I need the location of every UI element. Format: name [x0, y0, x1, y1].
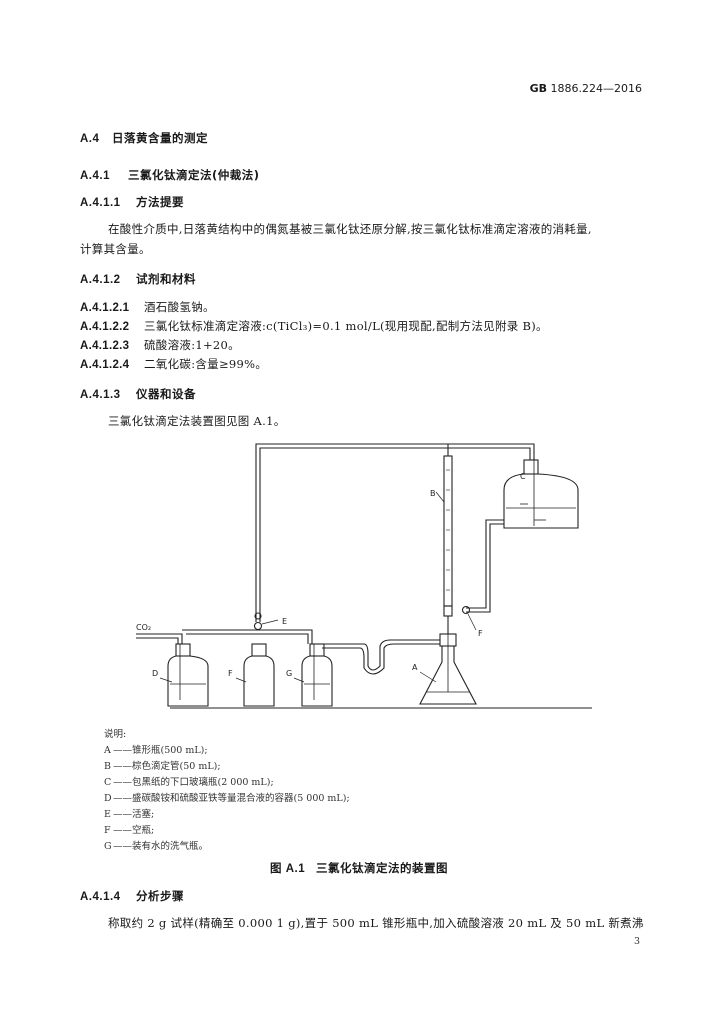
legend-item: G——装有水的洗气瓶。 [104, 838, 208, 852]
section-a41-heading: A.4.1 三氯化钛滴定法(仲裁法) [80, 167, 260, 183]
legend-text: ——盛碳酸铵和硫酸亚铁等量混合液的容器(5 000 mL); [113, 793, 350, 804]
legend-text: ——空瓶; [113, 825, 155, 836]
manifold-tube [182, 629, 313, 644]
legend-key: C [104, 777, 112, 788]
legend-key: A [104, 745, 111, 756]
bottle-g [301, 643, 333, 707]
manifold-tube-inner [186, 633, 309, 644]
principle-line-2: 计算其含量。 [80, 242, 151, 256]
valve-e [253, 621, 263, 631]
legend-key: D [104, 793, 112, 804]
legend-key: E [104, 809, 111, 820]
g-to-flask-tube-inner [322, 643, 440, 675]
reagent-number: A.4.1.2.3 [80, 340, 130, 352]
legend-text: ——活塞; [113, 809, 155, 820]
bottle-f-empty [243, 643, 275, 707]
section-number: A.4.1 [80, 170, 110, 182]
co2-inlet-tube [136, 633, 183, 644]
section-number: A.4.1.3 [80, 389, 121, 401]
valve-e-upper [254, 612, 262, 620]
reagent-text: 二氧化碳:含量≥99%。 [144, 357, 268, 371]
label-e: E [282, 617, 287, 626]
section-a4-heading: A.4 日落黄含量的测定 [80, 130, 208, 146]
reagent-item: A.4.1.2.3 硫酸溶液:1+20。 [80, 337, 240, 353]
figure-caption: 图 A.1 三氯化钛滴定法的装置图 [270, 860, 448, 876]
valve-f [461, 605, 471, 615]
section-title: 仪器和设备 [136, 387, 196, 401]
legend-item: B——棕色滴定管(50 mL); [104, 758, 221, 772]
section-number: A.4 [80, 133, 100, 145]
standard-number: GB 1886.224—2016 [530, 82, 642, 95]
label-f-bottle-leader [235, 677, 247, 683]
label-a-leader [419, 671, 437, 683]
g-to-flask-tube [322, 639, 440, 671]
label-b: B [430, 489, 436, 498]
bottle-c [503, 459, 579, 529]
standard-code: 1886.224—2016 [550, 82, 642, 95]
label-a: A [412, 663, 418, 672]
section-a411-heading: A.4.1.1 方法提要 [80, 194, 184, 210]
legend-text: ——锥形瓶(500 mL); [113, 745, 208, 756]
section-number: A.4.1.4 [80, 891, 121, 903]
legend-key: F [104, 825, 111, 836]
label-b-leader [435, 491, 445, 503]
section-title: 方法提要 [136, 195, 184, 209]
label-g-leader [293, 677, 305, 683]
legend-item: F——空瓶; [104, 822, 154, 836]
label-f-bottle: F [228, 669, 233, 678]
legend-item: C——包黑纸的下口玻璃瓶(2 000 mL); [104, 774, 274, 788]
section-number: A.4.1.1 [80, 197, 121, 209]
reagent-text: 硫酸溶液:1+20。 [144, 338, 240, 352]
standard-prefix: GB [529, 82, 548, 95]
label-d-leader [159, 677, 173, 683]
page-number: 3 [633, 936, 640, 947]
label-e-leader [261, 619, 279, 625]
reagent-item: A.4.1.2.1 酒石酸氢钠。 [80, 299, 215, 315]
legend-text: ——装有水的洗气瓶。 [113, 841, 209, 852]
co2-inlet-tube-inner [136, 637, 179, 644]
label-f: F [478, 629, 483, 638]
procedure-line: 称取约 2 g 试样(精确至 0.000 1 g),置于 500 mL 锥形瓶中… [108, 916, 644, 930]
reagent-text: 三氯化钛标准滴定溶液:c(TiCl₃)=0.1 mol/L(现用现配,配制方法见… [144, 319, 548, 333]
legend-item: E——活塞; [104, 806, 154, 820]
reagent-item: A.4.1.2.4 二氧化碳:含量≥99%。 [80, 356, 267, 372]
section-title: 三氯化钛滴定法(仲裁法) [128, 168, 260, 182]
label-co2: CO₂ [136, 623, 151, 632]
legend-item: D——盛碳酸铵和硫酸亚铁等量混合液的容器(5 000 mL); [104, 790, 350, 804]
bottle-d [167, 643, 209, 707]
reagent-number: A.4.1.2.2 [80, 321, 130, 333]
section-title: 分析步骤 [136, 889, 184, 903]
label-d: D [152, 669, 158, 678]
label-g: G [286, 669, 292, 678]
figure-number: 图 A.1 [270, 863, 306, 875]
section-title: 日落黄含量的测定 [112, 131, 208, 145]
legend-text: ——棕色滴定管(50 mL); [113, 761, 221, 772]
section-title: 试剂和材料 [136, 272, 196, 286]
apparatus-intro: 三氯化钛滴定法装置图见图 A.1。 [108, 414, 286, 428]
section-a413-heading: A.4.1.3 仪器和设备 [80, 386, 196, 402]
top-tube [255, 443, 535, 622]
c-to-burette-tube-inner [466, 523, 504, 613]
top-tube-inner [259, 447, 531, 622]
burette-b [443, 444, 453, 634]
reagent-text: 酒石酸氢钠。 [144, 300, 215, 314]
section-a414-heading: A.4.1.4 分析步骤 [80, 888, 184, 904]
legend-key: G [104, 841, 112, 852]
principle-line-1: 在酸性介质中,日落黄结构中的偶氮基被三氯化钛还原分解,按三氯化钛标准滴定溶液的消… [108, 222, 592, 236]
section-number: A.4.1.2 [80, 274, 121, 286]
legend-key: B [104, 761, 111, 772]
titration-apparatus-diagram: C B F A CO₂ E [136, 443, 592, 709]
label-c: C [520, 472, 526, 481]
label-f-leader [467, 613, 477, 631]
section-a412-heading: A.4.1.2 试剂和材料 [80, 271, 196, 287]
legend-text: ——包黑纸的下口玻璃瓶(2 000 mL); [113, 777, 274, 788]
c-to-burette-tube [466, 519, 504, 609]
figure-title: 三氯化钛滴定法的装置图 [316, 861, 448, 875]
legend-item: A——锥形瓶(500 mL); [104, 742, 208, 756]
legend-title: 说明: [104, 729, 127, 740]
reagent-number: A.4.1.2.1 [80, 302, 130, 314]
reagent-number: A.4.1.2.4 [80, 359, 130, 371]
reagent-item: A.4.1.2.2 三氯化钛标准滴定溶液:c(TiCl₃)=0.1 mol/L(现… [80, 318, 548, 334]
